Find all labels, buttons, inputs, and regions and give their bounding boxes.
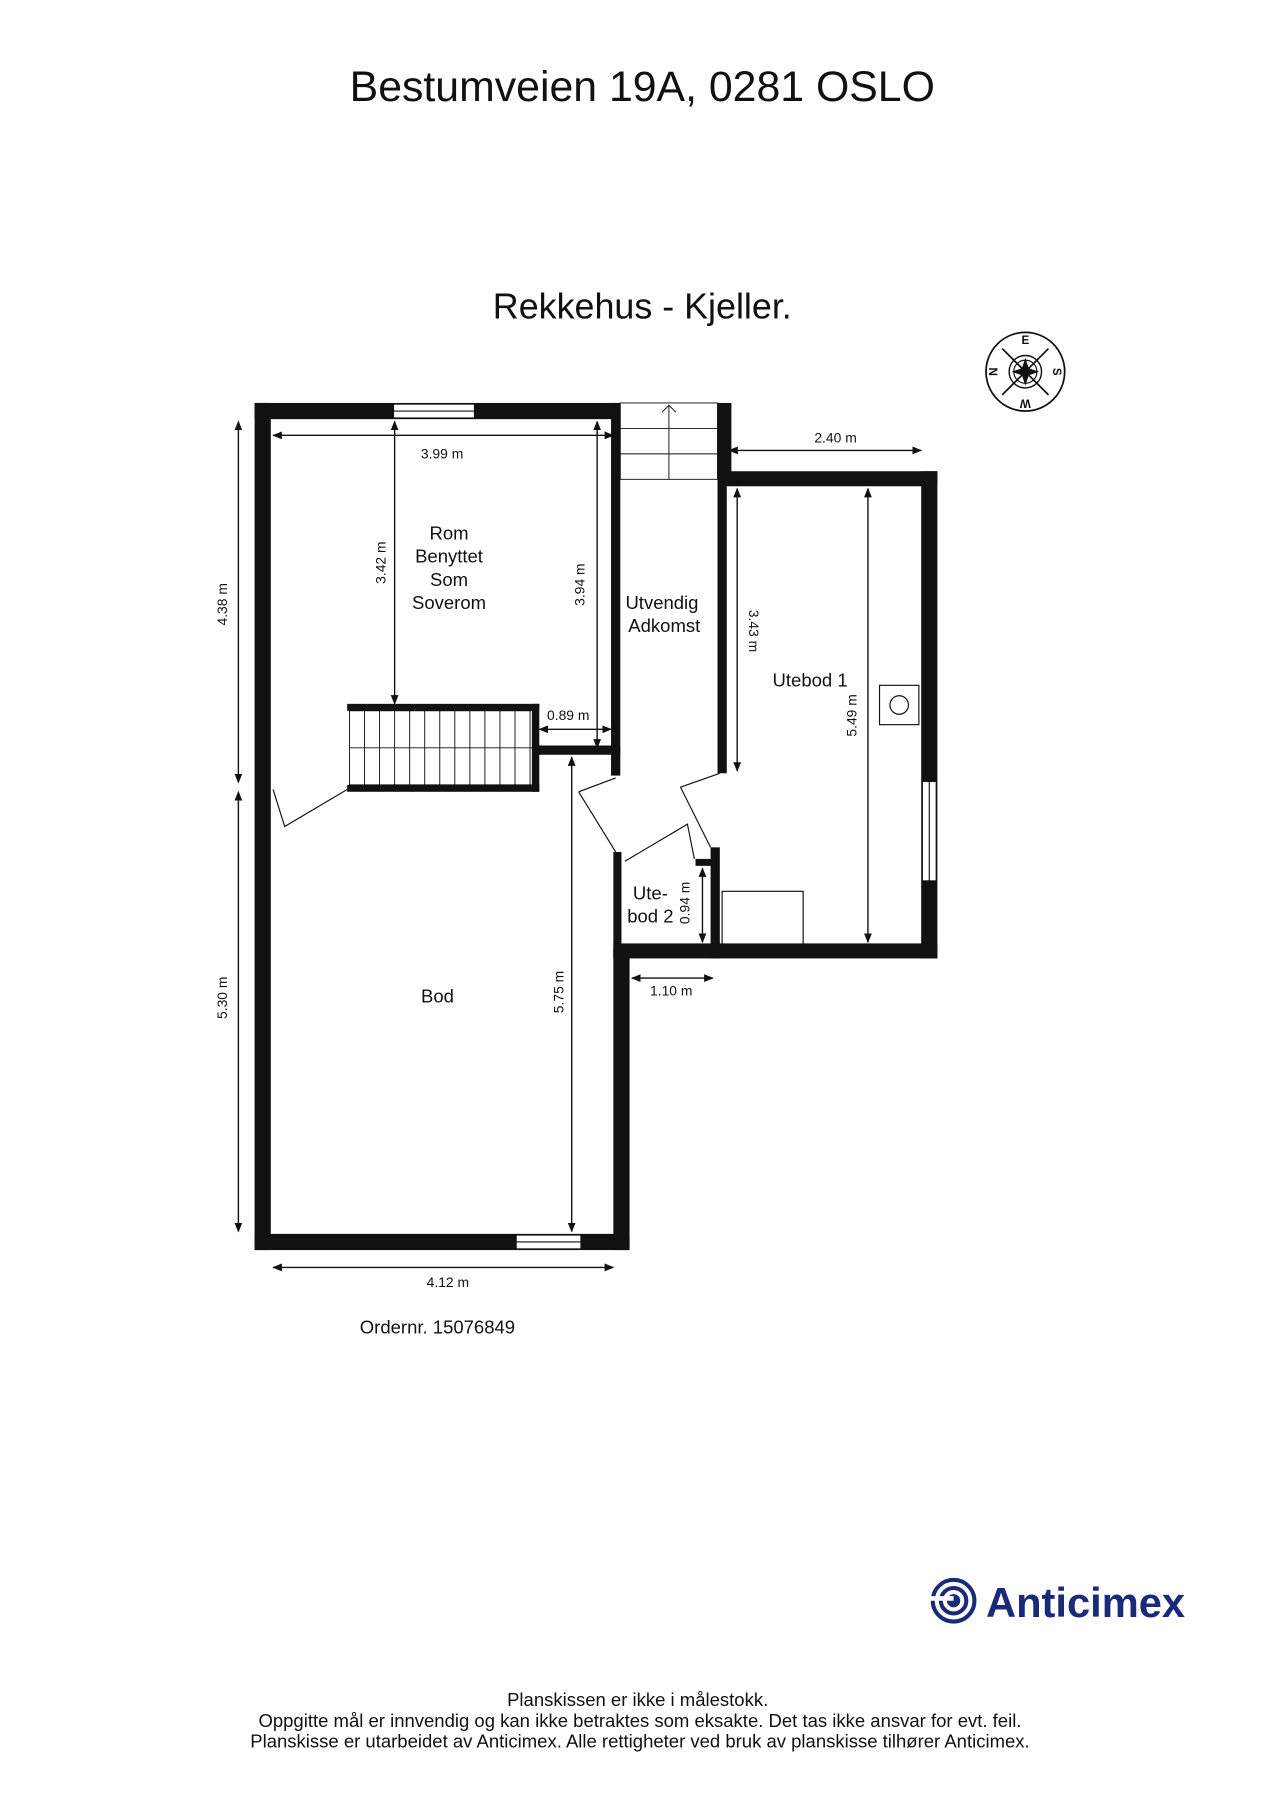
staircase: [349, 710, 533, 786]
page-title: Bestumveien 19A, 0281 OSLO: [350, 63, 935, 111]
outdoor-stairs: [619, 402, 718, 480]
svg-text:N: N: [989, 368, 1001, 376]
svg-text:bod 2: bod 2: [627, 906, 673, 927]
svg-text:Rom: Rom: [429, 523, 468, 544]
svg-text:5.49 m: 5.49 m: [843, 694, 859, 736]
svg-text:Oppgitte mål er innvendig og k: Oppgitte mål er innvendig og kan ikke be…: [258, 1710, 1021, 1731]
svg-text:Utvendig: Utvendig: [625, 592, 698, 613]
svg-text:Ute-: Ute-: [633, 882, 668, 903]
svg-text:Som: Som: [430, 569, 468, 590]
svg-text:S: S: [1050, 368, 1062, 376]
windows: [392, 403, 937, 1250]
compass-icon: E W N S: [985, 331, 1066, 412]
svg-text:0.94 m: 0.94 m: [677, 882, 693, 924]
svg-text:Benyttet: Benyttet: [415, 546, 483, 567]
svg-text:3.42 m: 3.42 m: [372, 541, 388, 583]
footer-disclaimer: Planskissen er ikke i målestokk. Oppgitt…: [250, 1689, 1029, 1752]
svg-text:Anticimex: Anticimex: [986, 1579, 1185, 1626]
svg-text:Bod: Bod: [421, 985, 454, 1006]
walls: [254, 402, 938, 1251]
svg-text:5.75 m: 5.75 m: [551, 971, 567, 1013]
svg-text:4.38 m: 4.38 m: [214, 583, 230, 625]
svg-text:3.94 m: 3.94 m: [571, 563, 587, 605]
anticimex-logo: Anticimex: [928, 1577, 1185, 1626]
dimension-lines: [234, 420, 923, 1272]
svg-text:1.10 m: 1.10 m: [650, 982, 692, 998]
svg-text:W: W: [1020, 396, 1031, 408]
svg-text:3.43 m: 3.43 m: [746, 610, 762, 652]
svg-text:Planskisse er utarbeidet av An: Planskisse er utarbeidet av Anticimex. A…: [250, 1731, 1029, 1752]
order-number: Ordernr. 15076849: [360, 1316, 515, 1337]
svg-text:2.40 m: 2.40 m: [814, 429, 856, 445]
svg-text:E: E: [1021, 335, 1029, 347]
svg-text:5.30 m: 5.30 m: [214, 977, 230, 1019]
svg-text:Utebod 1: Utebod 1: [773, 669, 848, 690]
door-swings: [272, 684, 920, 946]
svg-text:4.12 m: 4.12 m: [427, 1274, 469, 1290]
svg-text:Soverom: Soverom: [412, 592, 486, 613]
dimension-labels: 3.99 m 3.42 m 3.94 m 0.89 m 4.38 m 5.30 …: [214, 429, 860, 1290]
room-labels: Rom Benyttet Som Soverom Utvendig Adkoms…: [412, 523, 848, 1007]
svg-text:0.89 m: 0.89 m: [547, 707, 589, 723]
svg-text:Adkomst: Adkomst: [628, 615, 700, 636]
svg-text:Planskissen er ikke i målestok: Planskissen er ikke i målestokk.: [507, 1689, 768, 1710]
plan-subtitle: Rekkehus - Kjeller.: [493, 286, 792, 326]
svg-text:3.99 m: 3.99 m: [421, 446, 463, 462]
